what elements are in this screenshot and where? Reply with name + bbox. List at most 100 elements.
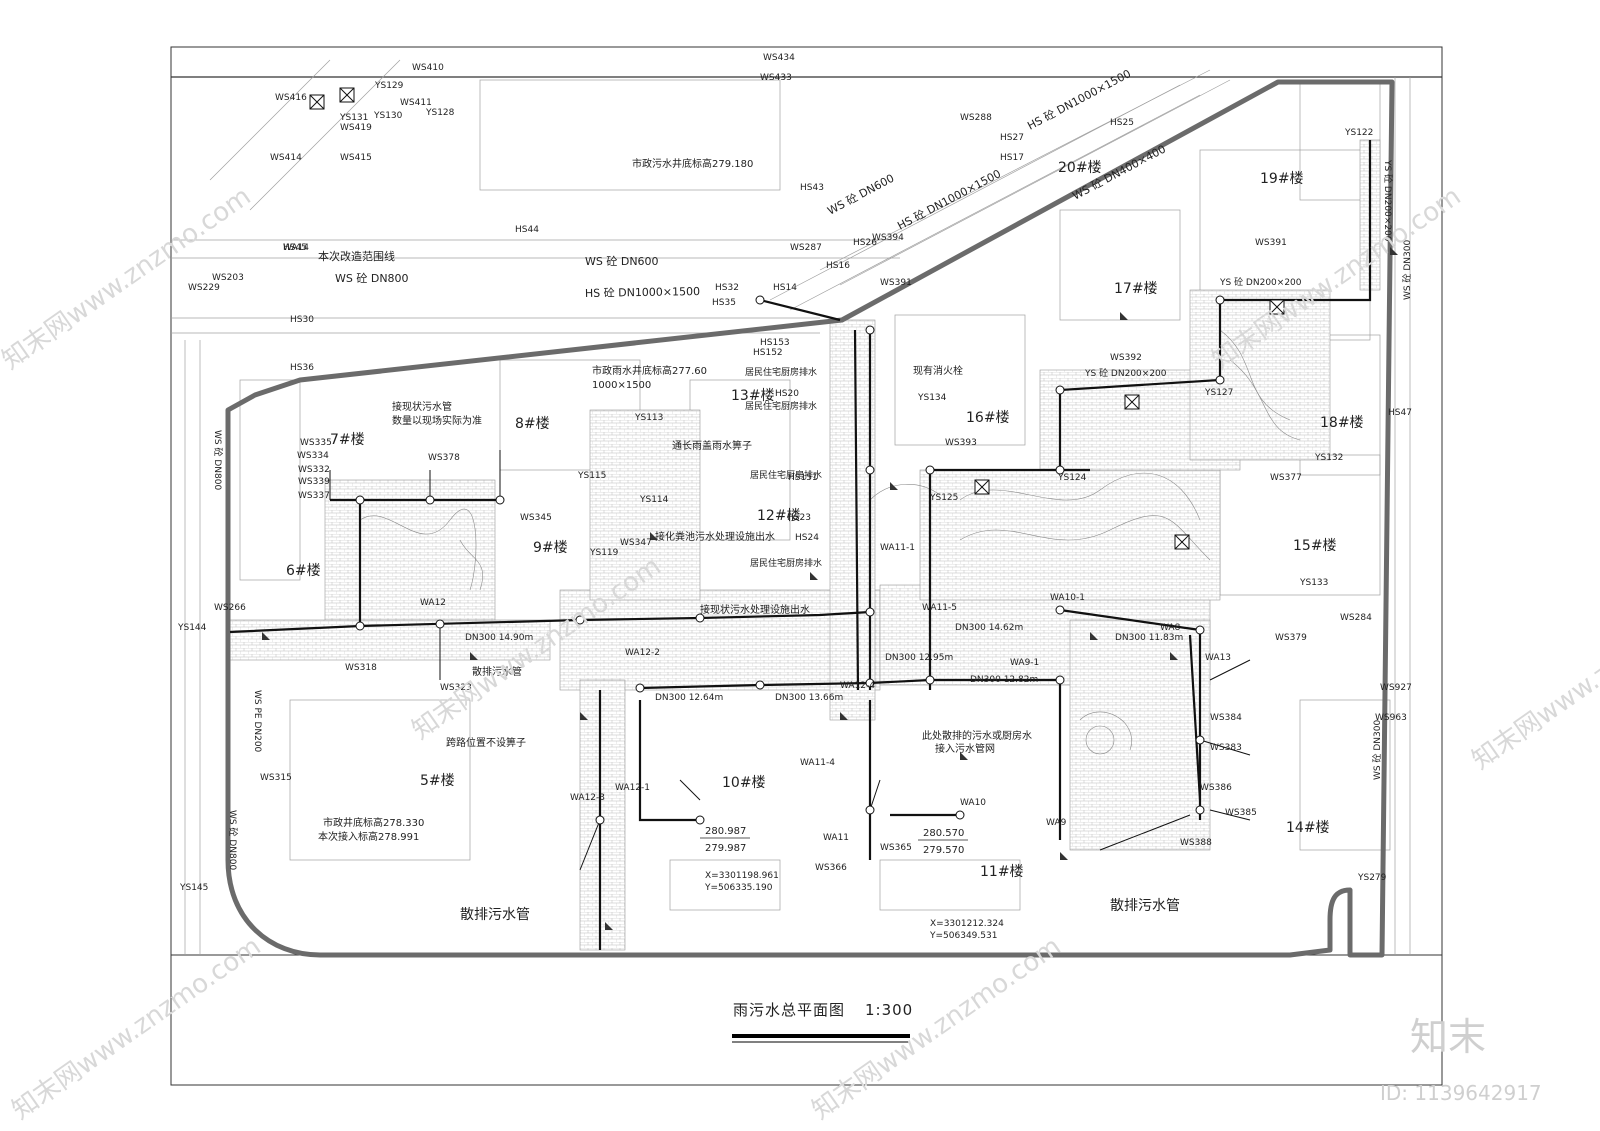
note: 接化粪池污水处理设施出水 <box>655 530 775 543</box>
well-id-label: WA12-2 <box>625 648 660 658</box>
well-id-label: WS410 <box>412 63 444 73</box>
pipe-label: DN300 14.90m <box>465 633 533 643</box>
well-id-label: YS114 <box>639 495 669 505</box>
drawing-frame <box>170 46 1443 1086</box>
building-label: 5#楼 <box>420 773 455 789</box>
well-id-label: WS434 <box>763 53 795 63</box>
well-id-label: WA11-1 <box>880 543 915 553</box>
pipe-label: YS 砼 DN200×200 <box>1219 276 1302 288</box>
well-id-label: HS17 <box>1000 153 1024 163</box>
well-id-label: WS266 <box>214 603 246 613</box>
well-id-label: WS394 <box>872 233 904 243</box>
well-id-label: WS393 <box>945 438 977 448</box>
building-label: 17#楼 <box>1114 281 1158 297</box>
building-label: 8#楼 <box>515 416 550 432</box>
well-id-label: YS128 <box>425 108 455 118</box>
note: 市政雨水井底标高277.60 <box>592 364 707 377</box>
well-id-label: WA10-1 <box>1050 593 1085 603</box>
note: 现有消火栓 <box>913 364 963 377</box>
well-id-label: WS365 <box>880 843 912 853</box>
note: 跨路位置不设箅子 <box>446 736 526 749</box>
note: 通长雨盖雨水箅子 <box>672 439 752 452</box>
well-id-label: WA11-5 <box>922 603 957 613</box>
note: 居民住宅厨房排水 <box>745 366 817 378</box>
pipe-label: DN300 13.66m <box>775 693 843 703</box>
building-label: 10#楼 <box>722 775 766 791</box>
note: 居民住宅厨房排水 <box>750 469 822 481</box>
well-id-label: WS347 <box>620 538 652 548</box>
boundary-note: 本次改造范围线 <box>318 249 395 263</box>
well-id-label: WA12 <box>420 598 446 608</box>
well-id-label: WS411 <box>400 98 432 108</box>
watermark-text: 知末网www.znzmo.com <box>1467 581 1600 775</box>
building-label: 6#楼 <box>286 563 321 579</box>
note: 接现状污水管 <box>392 400 452 413</box>
well-id-label: WA12-4 <box>840 681 875 691</box>
well-id-label: WS366 <box>815 863 847 873</box>
elevation-bottom: 279.987 <box>705 843 746 854</box>
well-id-label: WA14 <box>283 243 309 253</box>
note: 居民住宅厨房排水 <box>745 400 817 412</box>
well-id-label: WS378 <box>428 453 460 463</box>
building-label: 13#楼 <box>731 388 775 404</box>
pipe-label: DN300 14.62m <box>955 623 1023 633</box>
pipe-label: WS 砼 DN600 <box>585 255 659 268</box>
well-id-label: HS153 <box>760 338 790 348</box>
well-id-label: WA12-3 <box>570 793 605 803</box>
building-label: 19#楼 <box>1260 171 1304 187</box>
note: 散排污水管 <box>472 665 522 678</box>
well-id-label: YS119 <box>589 548 619 558</box>
well-id-label: WA9 <box>1046 818 1067 828</box>
drawing-title: 雨污水总平面图 <box>733 1001 845 1019</box>
well-id-label: YS144 <box>177 623 207 633</box>
well-id-label: WS345 <box>520 513 552 523</box>
building-label: 15#楼 <box>1293 538 1337 554</box>
paved-areas <box>229 139 1381 951</box>
well-id-label: WS415 <box>340 153 372 163</box>
well-id-label: YS145 <box>179 883 208 893</box>
well-id-label: YS134 <box>917 393 947 403</box>
notes: 市政污水井底标高279.180 市政雨水井底标高277.60 1000×1500… <box>318 157 1032 843</box>
well-id-label: YS132 <box>1314 453 1343 463</box>
inspection-boxes <box>309 87 1285 550</box>
well-id-label: WS318 <box>345 663 377 673</box>
well-id-label: YS133 <box>1299 578 1328 588</box>
well-id-label: HS35 <box>712 298 736 308</box>
well-id-label: HS43 <box>800 183 824 193</box>
note: 数量以现场实际为准 <box>392 414 482 427</box>
well-id-label: WS284 <box>1340 613 1372 623</box>
watermark-id: ID: 1139642917 <box>1380 1081 1542 1105</box>
building-label: 7#楼 <box>330 432 365 448</box>
well-id-label: WA11-4 <box>800 758 835 768</box>
note: 市政污水井底标高279.180 <box>632 157 753 170</box>
well-id-label: HS14 <box>773 283 797 293</box>
well-id-label: HS26 <box>853 238 877 248</box>
well-id-label: WS334 <box>297 451 329 461</box>
pipe-label: DN300 12.82m <box>970 675 1038 685</box>
catch-basin-triangles <box>262 247 1398 930</box>
well-id-label: WS335 <box>300 438 332 448</box>
well-id-label: WS416 <box>275 93 307 103</box>
well-id-label: YS131 <box>339 113 368 123</box>
well-id-label: WS288 <box>960 113 992 123</box>
coordinate-y: Y=506349.531 <box>929 931 997 941</box>
well-id-label: WA9-1 <box>1010 658 1039 668</box>
note: 接现状污水处理设施出水 <box>700 603 810 616</box>
note: 本次接入标高278.991 <box>318 830 419 843</box>
well-id-label: YS124 <box>1057 473 1087 483</box>
pipe-label: WS 砼 DN800 <box>227 810 239 870</box>
pipe-label: WS 砼 DN800 <box>212 430 224 490</box>
pipe-label: WS 砼 DN800 <box>335 272 409 285</box>
well-id-label: YS122 <box>1344 128 1373 138</box>
note: 接入污水管网 <box>935 742 995 755</box>
outlet-labels: 散排污水管 散排污水管 <box>460 898 1180 923</box>
well-id-label: WS315 <box>260 773 292 783</box>
pipe-label: WS PE DN200 <box>252 690 262 753</box>
well-id-label: WS323 <box>440 683 472 693</box>
landscape-curves <box>359 329 1301 755</box>
pipe-label: YS 砼 DN200×200 <box>1084 367 1167 379</box>
well-id-label: WS392 <box>1110 353 1142 363</box>
well-id-label: WS391 <box>880 278 912 288</box>
building-labels: 5#楼 6#楼 7#楼 8#楼 9#楼 10#楼 11#楼 12#楼 13#楼 … <box>286 160 1364 880</box>
